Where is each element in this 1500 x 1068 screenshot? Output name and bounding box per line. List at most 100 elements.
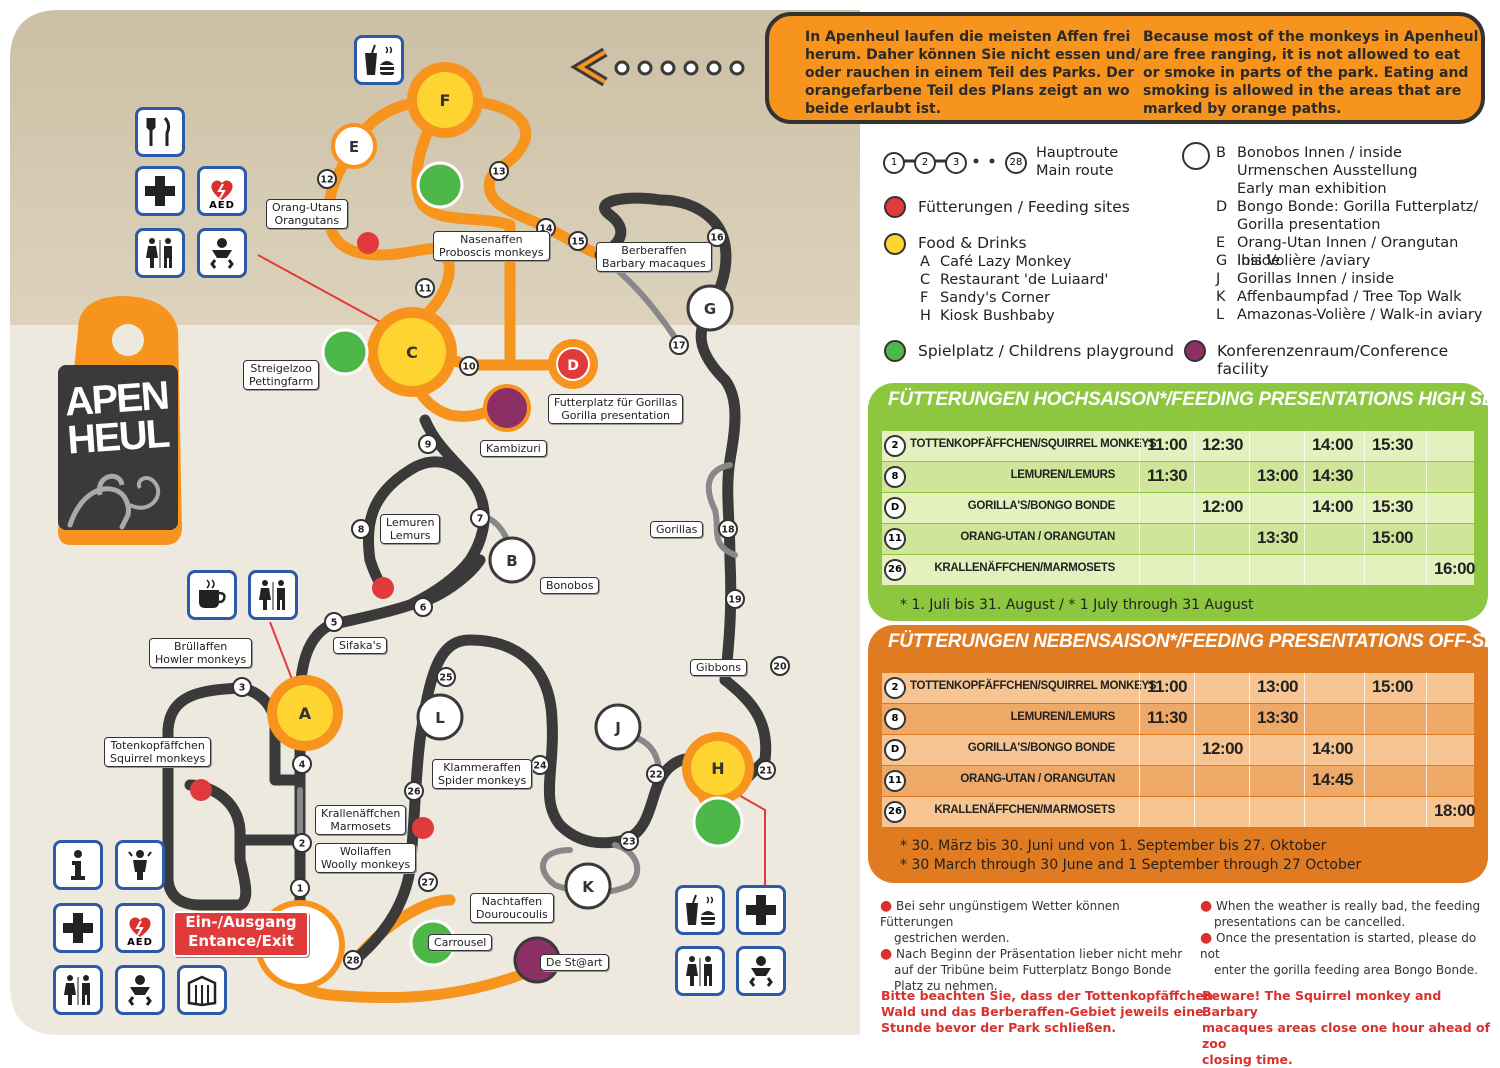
svg-text:15: 15 (571, 237, 584, 248)
legend-playground: Spielplatz / Childrens playground (918, 342, 1174, 360)
legend-feeding: Fütterungen / Feeding sites (918, 198, 1130, 216)
site-circles (190, 62, 754, 990)
svg-text:14: 14 (539, 224, 553, 235)
label-gibbons: Gibbons (690, 659, 747, 676)
schedule-column-separator (1364, 797, 1365, 827)
route-marker: 2 (292, 833, 312, 853)
main-route (162, 192, 772, 966)
schedule-time: 15:00 (1372, 677, 1413, 696)
svg-text:3: 3 (239, 683, 246, 694)
svg-text:G: G (704, 300, 716, 318)
svg-text:24: 24 (533, 761, 547, 772)
baby-care-icon-h (736, 946, 786, 996)
high-season-title: FÜTTERUNGEN HOCHSAISON*/FEEDING PRESENTA… (888, 389, 1500, 410)
schedule-row-animal: GORILLA'S/BONGO BONDE (967, 500, 1116, 512)
schedule-column-separator (1426, 431, 1427, 461)
aed-label: AED (209, 200, 235, 211)
schedule-column-separator (1364, 766, 1365, 796)
schedule-time: 11:00 (1147, 677, 1188, 696)
route-marker: 25 (436, 667, 456, 687)
route-marker: 20 (770, 656, 790, 676)
schedule-column-separator (1426, 704, 1427, 734)
route-marker: 4 (292, 754, 312, 774)
schedule-column-separator (1249, 766, 1250, 796)
coffee-icon (187, 570, 237, 620)
legend-conference-dot (1184, 340, 1206, 362)
notes-english: ● When the weather is really bad, the fe… (1200, 898, 1481, 977)
svg-text:28: 28 (346, 956, 360, 967)
schedule-column-separator (1194, 766, 1195, 796)
svg-text:22: 22 (649, 770, 662, 781)
schedule-time: 14:30 (1312, 466, 1353, 485)
route-marker: 12 (317, 169, 337, 189)
first-aid-icon (135, 166, 185, 216)
schedule-column-separator (1194, 524, 1195, 554)
info-banner: In Apenheul laufen die meisten Affen fre… (765, 12, 1485, 124)
off-season-title: FÜTTERUNGEN NEBENSAISON*/FEEDING PRESENT… (888, 631, 1500, 652)
route-marker: 17 (669, 335, 689, 355)
schedule-row-number: 26 (884, 559, 906, 581)
svg-text:23: 23 (622, 837, 635, 848)
aed-icon: AED (197, 166, 247, 216)
schedule-column-separator (1249, 493, 1250, 523)
restaurant-icon (135, 107, 185, 157)
schedule-column-separator (1139, 797, 1140, 827)
schedule-row-animal: TOTTENKOPFÄFFCHEN/SQUIRREL MONKEYS (910, 438, 1157, 450)
schedule-column-separator (1139, 704, 1140, 734)
route-marker: 15 (568, 231, 588, 251)
aed-icon-bottom: AED (115, 903, 165, 953)
label-kambizuri: Kambizuri (480, 440, 547, 457)
svg-text:2: 2 (299, 839, 306, 850)
lost-person-icon (115, 840, 165, 890)
schedule-row-number: 8 (884, 466, 906, 488)
schedule-column-separator (1364, 524, 1365, 554)
toilets-icon-bottom (53, 965, 103, 1015)
high-season-schedule: FÜTTERUNGEN HOCHSAISON*/FEEDING PRESENTA… (868, 383, 1500, 621)
schedule-column-separator (1249, 735, 1250, 765)
schedule-column-separator (1304, 493, 1305, 523)
schedule-column-separator (1249, 673, 1250, 703)
schedule-time: 11:00 (1147, 435, 1188, 454)
route-marker: 9 (418, 434, 438, 454)
lockers-icon (177, 965, 227, 1015)
schedule-row-number: D (884, 739, 906, 761)
schedule-column-separator (1249, 524, 1250, 554)
aed-label-bottom: AED (127, 937, 153, 948)
route-marker: 27 (418, 872, 438, 892)
schedule-column-separator (1249, 462, 1250, 492)
schedule-time: 12:30 (1202, 435, 1243, 454)
schedule-column-separator (1426, 673, 1427, 703)
off-season-schedule: FÜTTERUNGEN NEBENSAISON*/FEEDING PRESENT… (868, 625, 1500, 883)
schedule-time: 14:45 (1312, 770, 1353, 789)
logo-text: APEN HEUL (63, 374, 173, 463)
schedule-column-separator (1194, 704, 1195, 734)
route-marker: 21 (756, 760, 776, 780)
route-marker: 22 (646, 764, 666, 784)
schedule-time: 11:30 (1147, 708, 1188, 727)
first-aid-icon-h (736, 885, 786, 935)
schedule-column-separator (1249, 797, 1250, 827)
schedule-column-separator (1304, 673, 1305, 703)
warning-german: Bitte beachten Sie, dass der Tottenkopfä… (881, 988, 1219, 1035)
route-marker: 7 (470, 508, 490, 528)
schedule-column-separator (1194, 493, 1195, 523)
route-marker: 13 (489, 161, 509, 181)
baby-care-icon (197, 228, 247, 278)
schedule-row-animal: KRALLENÄFFCHEN/MARMOSETS (934, 562, 1115, 574)
schedule-row-animal: ORANG-UTAN / ORANGUTAN (960, 531, 1115, 543)
svg-text:25: 25 (439, 673, 452, 684)
svg-text:L: L (435, 709, 445, 727)
schedule-column-separator (1249, 431, 1250, 461)
